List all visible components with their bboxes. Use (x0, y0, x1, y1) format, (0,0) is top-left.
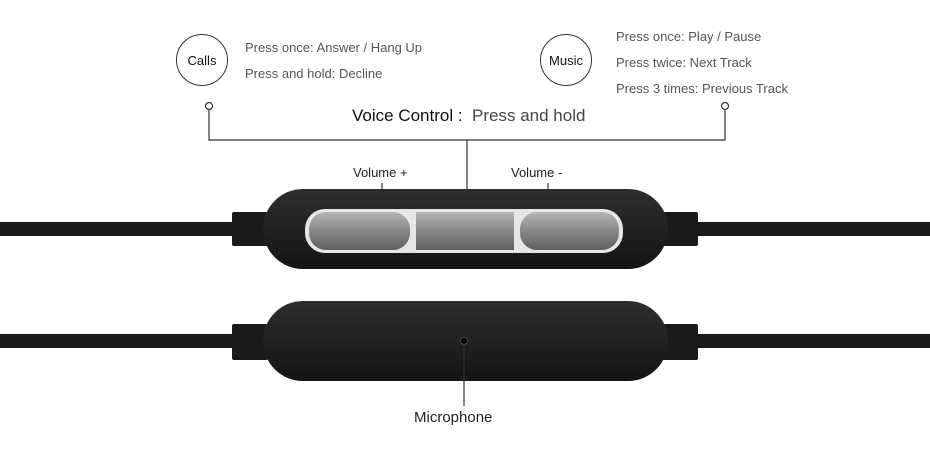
strain-relief-left-bottom (232, 324, 268, 360)
cable-left-bottom (0, 334, 235, 348)
remote-control-bottom (0, 301, 930, 406)
calls-line: Press once: Answer / Hang Up (245, 40, 423, 55)
volume-up-label: Volume + (353, 165, 408, 180)
voice-control-title: Voice Control : (352, 106, 463, 125)
music-badge-label: Music (549, 52, 583, 68)
cable-right-bottom (695, 334, 930, 348)
strain-relief-right-top (662, 212, 698, 246)
volume-down-button[interactable] (520, 212, 619, 250)
cable-right-top (695, 222, 930, 236)
calls-badge: Calls (176, 34, 228, 86)
calls-line: Press and hold: Decline (245, 66, 383, 81)
music-badge: Music (540, 34, 592, 86)
music-anchor-dot (720, 101, 730, 111)
strain-relief-left-top (232, 212, 268, 246)
voice-control-label: Voice Control : Press and hold (352, 106, 585, 126)
music-line: Press once: Play / Pause (616, 29, 762, 44)
volume-up-button[interactable] (309, 212, 410, 250)
music-line: Press twice: Next Track (616, 55, 752, 70)
voice-control-button[interactable] (416, 212, 514, 250)
music-description: Press once: Play / Pause Press twice: Ne… (616, 24, 788, 102)
music-line: Press 3 times: Previous Track (616, 81, 788, 96)
voice-control-action: Press and hold (472, 106, 586, 125)
remote-control-top (0, 189, 930, 269)
microphone-hole (460, 337, 468, 345)
calls-description: Press once: Answer / Hang Up Press and h… (245, 35, 422, 87)
calls-badge-label: Calls (187, 52, 217, 68)
microphone-label: Microphone (414, 409, 493, 426)
calls-anchor-dot (204, 101, 214, 111)
strain-relief-right-bottom (662, 324, 698, 360)
cable-left-top (0, 222, 235, 236)
volume-down-label: Volume - (511, 165, 563, 180)
